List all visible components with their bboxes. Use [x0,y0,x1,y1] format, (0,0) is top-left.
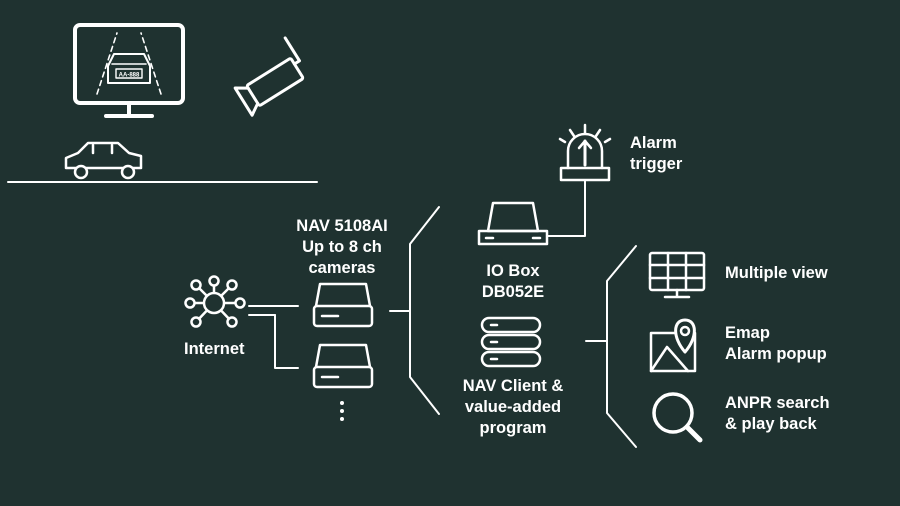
map-pin-icon [649,318,697,373]
internet-connectors [248,305,299,369]
middle-bracket [409,206,440,415]
monitor-icon: AA-888 [73,23,185,118]
multiple-view-label: Multiple view [725,264,828,282]
server-stack-icon [480,316,542,368]
nvr-icon [312,282,374,328]
search-icon [652,392,703,443]
nvr-icon [312,343,374,389]
car-icon [64,141,143,180]
anpr-label: ANPR search & play back [725,394,830,433]
alarm-trigger-label: Alarm trigger [630,134,683,173]
more-dots [340,401,344,421]
io-box-icon [477,201,549,246]
right-bracket [606,245,637,448]
plate-text: AA-888 [119,73,140,79]
io-alarm-connector [546,180,586,237]
network-icon [184,275,246,328]
alarm-beacon-icon [558,123,612,182]
cctv-camera-icon [233,36,305,117]
nav-label: NAV 5108AI Up to 8 ch cameras [296,217,388,277]
client-label: NAV Client & value-added program [462,377,564,437]
internet-label: Internet [184,340,245,358]
io-box-label: IO Box DB052E [481,262,545,301]
grid-monitor-icon [648,251,706,299]
emap-label: Emap Alarm popup [725,324,827,363]
